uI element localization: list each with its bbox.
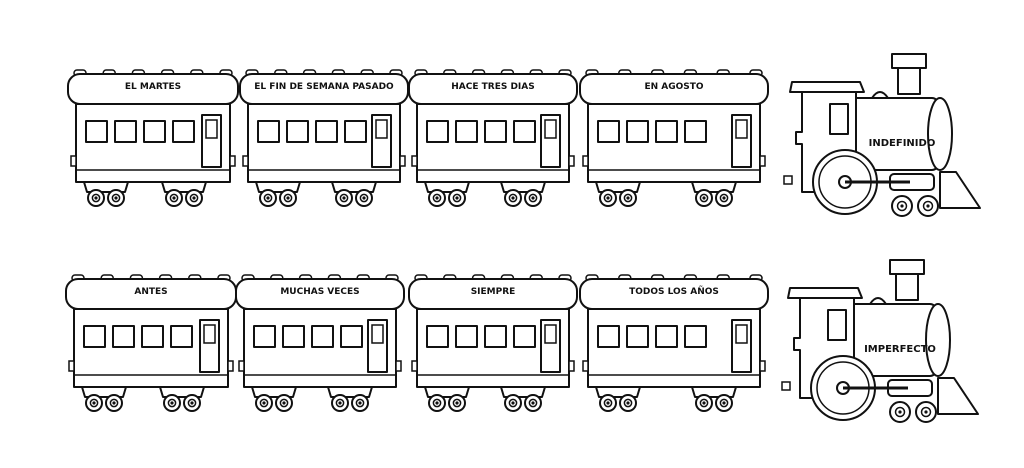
car-window bbox=[684, 120, 707, 143]
coupler bbox=[227, 360, 234, 372]
chimney-cap bbox=[891, 53, 927, 69]
cowcatcher bbox=[937, 377, 979, 415]
chimney bbox=[895, 273, 919, 301]
cab-roof bbox=[789, 81, 865, 93]
coupler bbox=[411, 155, 418, 167]
train-car: EN AGOSTO bbox=[579, 69, 769, 207]
car-window bbox=[143, 120, 166, 143]
coupler bbox=[582, 360, 589, 372]
locomotive: IMPERFECTO bbox=[781, 259, 979, 423]
bogie bbox=[595, 181, 641, 193]
coupler bbox=[568, 360, 575, 372]
car-label: ANTES bbox=[134, 287, 167, 297]
car-window bbox=[455, 120, 478, 143]
coupler bbox=[399, 155, 406, 167]
car-window bbox=[597, 325, 620, 348]
car-window bbox=[684, 325, 707, 348]
car-window bbox=[626, 325, 649, 348]
bogie bbox=[424, 181, 470, 193]
cab-roof bbox=[787, 287, 863, 299]
bogie bbox=[500, 386, 546, 398]
car-label: MUCHAS VECES bbox=[280, 287, 359, 297]
car-window bbox=[112, 325, 135, 348]
bogie bbox=[83, 181, 129, 193]
car-window bbox=[655, 120, 678, 143]
car-window bbox=[282, 325, 305, 348]
car-label: EN AGOSTO bbox=[644, 82, 703, 92]
bogie bbox=[331, 181, 377, 193]
coupler bbox=[229, 155, 236, 167]
bogie bbox=[81, 386, 127, 398]
car-window bbox=[455, 325, 478, 348]
car-window bbox=[340, 325, 363, 348]
bogie bbox=[691, 181, 737, 193]
car-window bbox=[344, 120, 367, 143]
boiler-front bbox=[927, 97, 953, 171]
car-label: EL MARTES bbox=[125, 82, 181, 92]
train-car: ANTES bbox=[65, 274, 237, 412]
cab-window bbox=[827, 309, 847, 341]
coupler bbox=[242, 155, 249, 167]
bogie bbox=[595, 386, 641, 398]
train-car: SIEMPRE bbox=[408, 274, 578, 412]
car-window bbox=[83, 325, 106, 348]
coupler bbox=[70, 155, 77, 167]
locomotive: INDEFINIDO bbox=[783, 53, 981, 217]
coupler bbox=[395, 360, 402, 372]
car-window bbox=[513, 325, 536, 348]
bogie bbox=[255, 181, 301, 193]
bogie bbox=[500, 181, 546, 193]
car-window bbox=[141, 325, 164, 348]
engine-label: IMPERFECTO bbox=[864, 344, 936, 355]
cowcatcher bbox=[939, 171, 981, 209]
boiler-front bbox=[925, 303, 951, 377]
chimney-cap bbox=[889, 259, 925, 275]
car-window bbox=[426, 120, 449, 143]
car-window bbox=[286, 120, 309, 143]
coupler bbox=[68, 360, 75, 372]
train-car: TODOS LOS AÑOS bbox=[579, 274, 769, 412]
coupler bbox=[568, 155, 575, 167]
train-car: EL FIN DE SEMANA PASADO bbox=[239, 69, 409, 207]
car-window bbox=[114, 120, 137, 143]
car-window bbox=[484, 120, 507, 143]
car-window bbox=[315, 120, 338, 143]
car-window bbox=[655, 325, 678, 348]
car-window bbox=[172, 120, 195, 143]
car-window bbox=[484, 325, 507, 348]
coupler bbox=[759, 155, 766, 167]
train-car: MUCHAS VECES bbox=[235, 274, 405, 412]
train-car: EL MARTES bbox=[67, 69, 239, 207]
car-window bbox=[626, 120, 649, 143]
car-window bbox=[311, 325, 334, 348]
car-label: HACE TRES DIAS bbox=[451, 82, 534, 92]
engine-label: INDEFINIDO bbox=[869, 138, 936, 149]
car-window bbox=[253, 325, 276, 348]
bogie bbox=[251, 386, 297, 398]
car-label: EL FIN DE SEMANA PASADO bbox=[254, 82, 394, 92]
train-car: HACE TRES DIAS bbox=[408, 69, 578, 207]
car-window bbox=[426, 325, 449, 348]
coupler bbox=[781, 381, 791, 391]
chimney bbox=[897, 67, 921, 95]
car-window bbox=[257, 120, 280, 143]
coupler bbox=[582, 155, 589, 167]
bogie bbox=[327, 386, 373, 398]
car-label: SIEMPRE bbox=[471, 287, 516, 297]
coupler bbox=[238, 360, 245, 372]
car-label: TODOS LOS AÑOS bbox=[629, 286, 719, 297]
car-window bbox=[597, 120, 620, 143]
car-window bbox=[513, 120, 536, 143]
car-window bbox=[170, 325, 193, 348]
bogie bbox=[424, 386, 470, 398]
coupler bbox=[759, 360, 766, 372]
bogie bbox=[161, 181, 207, 193]
coupler bbox=[783, 175, 793, 185]
cab-window bbox=[829, 103, 849, 135]
car-window bbox=[85, 120, 108, 143]
bogie bbox=[691, 386, 737, 398]
coupler bbox=[411, 360, 418, 372]
bogie bbox=[159, 386, 205, 398]
